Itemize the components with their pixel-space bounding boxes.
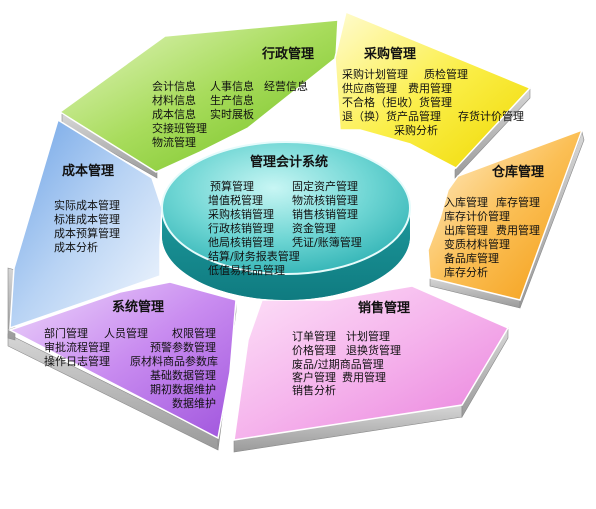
center-item: 资金管理 [292, 222, 336, 235]
sales-segment [233, 285, 510, 441]
sales-item: 费用管理 [342, 371, 386, 384]
warehouse-item: 费用管理 [496, 224, 540, 237]
warehouse-item: 入库管理 [444, 196, 488, 209]
cost-item: 标准成本管理 [54, 213, 120, 226]
sales-item: 销售分析 [292, 384, 336, 397]
warehouse-item: 备品库管理 [444, 252, 499, 265]
sales-item: 废品/过期商品管理 [292, 358, 384, 371]
system-item: 权限管理 [172, 327, 216, 340]
purchase-item: 供应商管理 [342, 82, 397, 95]
cost-item: 成本预算管理 [54, 227, 120, 240]
center-item: 他局核销管理 [208, 236, 274, 249]
center-item: 增值税管理 [208, 194, 263, 207]
cost-segment [9, 118, 163, 330]
warehouse-item: 出库管理 [444, 224, 488, 237]
segment-side-faces [7, 87, 585, 453]
center-item: 凭证/账簿管理 [292, 236, 362, 249]
center-item: 低值易耗品管理 [208, 264, 285, 277]
cost-item: 实际成本管理 [54, 199, 120, 212]
system-title: 系统管理 [112, 300, 165, 315]
system-item: 人员管理 [104, 327, 148, 340]
center-item: 行政核销管理 [208, 222, 274, 235]
admin-title: 行政管理 [262, 47, 315, 62]
center-item: 固定资产管理 [292, 180, 358, 193]
center-item: 采购核销管理 [208, 208, 274, 221]
sales-title: 销售管理 [358, 301, 411, 316]
admin-segment [58, 19, 339, 173]
purchase-segment [334, 10, 532, 169]
system-item: 期初数据维护 [150, 383, 216, 396]
purchase-item: 质检管理 [424, 68, 468, 81]
purchase-item: 费用管理 [408, 82, 452, 95]
admin-item: 物流管理 [152, 136, 196, 149]
warehouse-item: 变质材料管理 [444, 238, 510, 251]
admin-item: 经营信息 [264, 80, 308, 93]
center-cylinder [161, 141, 411, 300]
system-item: 预警参数管理 [150, 341, 216, 354]
system-item: 原材料商品参数库 [130, 355, 218, 368]
system-item: 基础数据管理 [150, 369, 216, 382]
system-item: 数据维护 [172, 397, 216, 410]
purchase-item: 采购计划管理 [342, 68, 408, 81]
system-item: 审批流程管理 [44, 341, 110, 354]
admin-item: 成本信息 [152, 108, 196, 121]
admin-item: 实时展板 [210, 108, 254, 121]
system-item: 部门管理 [44, 327, 88, 340]
purchase-item: 存货计价管理 [458, 110, 524, 123]
purchase-item: 采购分析 [394, 124, 438, 137]
admin-item: 生产信息 [210, 94, 254, 107]
purchase-title: 采购管理 [364, 47, 417, 62]
admin-item: 交接班管理 [152, 122, 207, 135]
center-title: 管理会计系统 [250, 155, 329, 170]
warehouse-title: 仓库管理 [492, 165, 545, 180]
warehouse-segment [427, 128, 584, 301]
purchase-item: 退（换）货产品管理 [342, 110, 441, 123]
center-item: 销售核销管理 [292, 208, 358, 221]
sales-item: 计划管理 [346, 330, 390, 343]
warehouse-item: 库存计价管理 [444, 210, 510, 223]
sales-item: 价格管理 [292, 344, 336, 357]
purchase-item: 不合格（拒收）货管理 [342, 96, 452, 109]
warehouse-item: 库存分析 [444, 266, 488, 279]
admin-item: 材料信息 [152, 94, 196, 107]
admin-item: 人事信息 [210, 80, 254, 93]
cost-title: 成本管理 [62, 164, 115, 179]
cost-item: 成本分析 [54, 241, 98, 254]
warehouse-item: 库存管理 [496, 196, 540, 209]
sales-item: 客户管理 [292, 371, 336, 384]
system-segment [8, 281, 237, 440]
center-item: 预算管理 [210, 180, 254, 193]
center-item: 结算/财务报表管理 [208, 250, 300, 263]
system-item: 操作日志管理 [44, 355, 110, 368]
admin-item: 会计信息 [152, 80, 196, 93]
center-item: 物流核销管理 [292, 194, 358, 207]
sales-item: 订单管理 [292, 330, 336, 343]
sales-item: 退换货管理 [346, 344, 401, 357]
